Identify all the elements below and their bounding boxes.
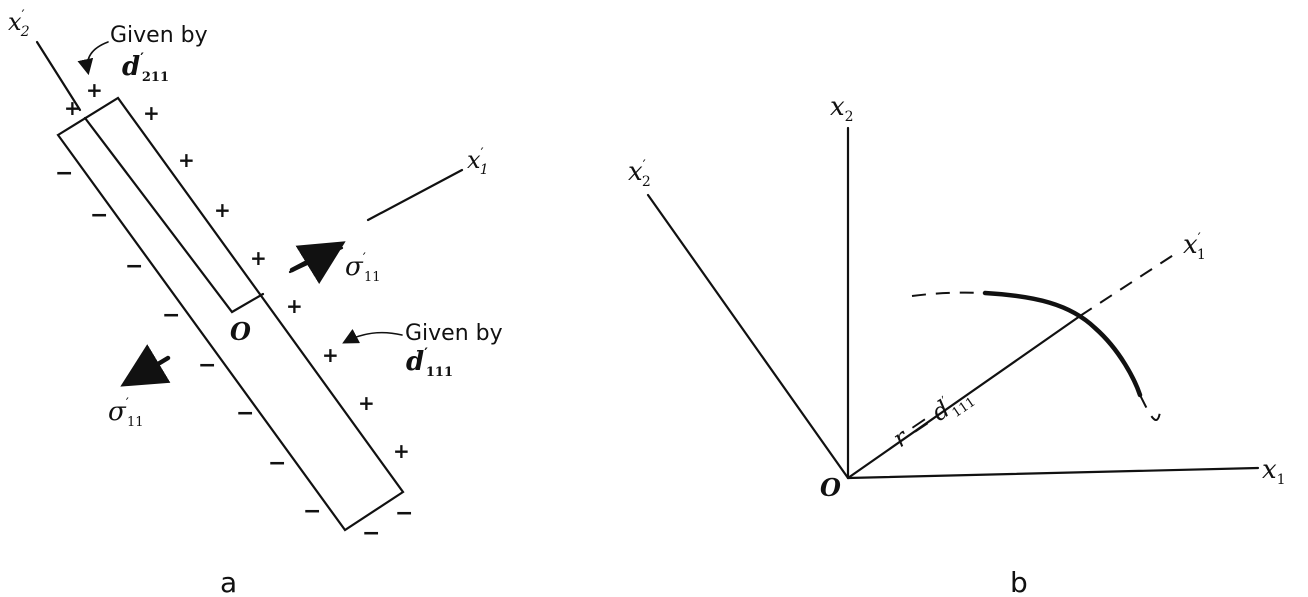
arc-solid [982, 290, 1143, 398]
axis-x1-prime-dashed [1079, 251, 1179, 317]
minus-sign: − [198, 353, 216, 378]
plus-sign: + [322, 343, 339, 367]
given-by-right-symbol: d′111 [406, 346, 453, 380]
given-by-top-arrow [77, 41, 109, 76]
plus-sign: + [64, 96, 81, 120]
sigma-arrow-upper-head [295, 241, 346, 285]
sigma-arrow-lower [120, 344, 171, 387]
label-x1-prime-b: x′1 [1183, 230, 1206, 263]
axis-x2-prime-line [35, 40, 82, 112]
arc-dashed-right [1139, 394, 1161, 421]
minus-sign: − [268, 451, 286, 476]
label-x2-prime-b: x′2 [628, 157, 651, 190]
sigma-label-upper: σ′11 [345, 251, 380, 285]
plate-inner-edge [83, 116, 265, 314]
given-by-top-symbol: d′211 [122, 51, 169, 85]
axis-x1-prime-line-upper [366, 168, 464, 222]
plus-signs: + + + + + + + + + + [64, 78, 410, 463]
given-by-right-label: Given by [405, 321, 503, 346]
label-x2: x2 [830, 92, 854, 125]
plus-sign: + [178, 148, 195, 172]
label-x1-prime: x′1 [467, 146, 489, 178]
minus-sign: − [162, 303, 180, 328]
plus-sign: + [393, 439, 410, 463]
arc-dashed-left [911, 291, 986, 297]
label-x1: x1 [1262, 455, 1286, 488]
minus-signs: − − − − − − − − − − [55, 161, 413, 546]
plate-outer-rectangle [56, 96, 405, 532]
minus-sign: − [395, 501, 413, 526]
origin-label-a: O [230, 317, 251, 346]
sigma-label-lower: σ′11 [108, 396, 143, 430]
axis-x1-line [846, 466, 1260, 480]
panel-a: x′2 x′1 Given by d′211 Given by d′111 O … [8, 8, 503, 597]
plus-sign: + [358, 391, 375, 415]
minus-sign: − [236, 401, 254, 426]
axis-x2-prime-line-b [646, 193, 850, 480]
given-by-right-arrow [342, 328, 403, 344]
origin-label-b: O [820, 473, 841, 502]
minus-sign: − [303, 499, 321, 524]
radius-line [846, 314, 1082, 480]
minus-sign: − [55, 161, 73, 186]
radius-label: r = d′111 [888, 381, 979, 457]
plus-sign: + [86, 78, 103, 102]
label-x2-prime: x′2 [8, 8, 30, 40]
plus-sign: + [286, 294, 303, 318]
panel-label-b: b [1010, 566, 1028, 597]
minus-sign: − [125, 254, 143, 279]
plus-sign: + [143, 101, 160, 125]
plus-sign: + [250, 246, 267, 270]
panel-label-a: a [220, 566, 237, 597]
given-by-top-label: Given by [110, 23, 208, 48]
plus-sign: + [214, 198, 231, 222]
panel-b: x2 x1 x′2 x′1 O r = d′111 b [628, 92, 1286, 597]
minus-sign: − [362, 521, 380, 546]
minus-sign: − [90, 203, 108, 228]
